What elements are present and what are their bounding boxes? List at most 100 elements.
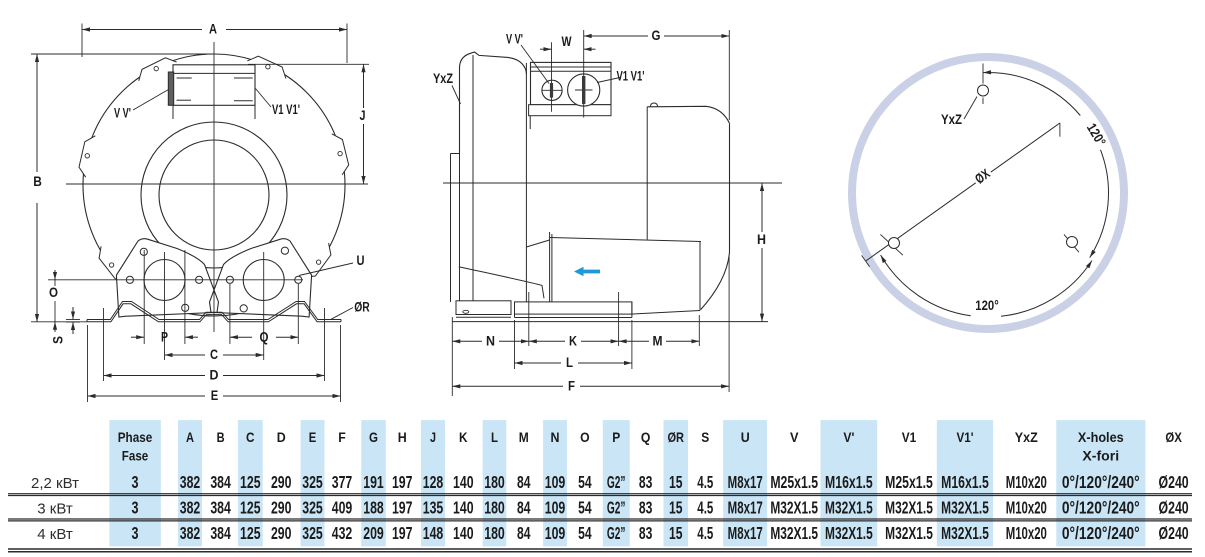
- svg-text:197: 197: [392, 472, 413, 492]
- svg-text:83: 83: [639, 472, 653, 492]
- svg-text:109: 109: [545, 472, 566, 492]
- svg-text:377: 377: [332, 472, 353, 492]
- svg-text:180: 180: [484, 523, 505, 543]
- svg-text:290: 290: [271, 523, 292, 543]
- svg-text:197: 197: [392, 498, 413, 518]
- svg-text:15: 15: [669, 523, 683, 543]
- svg-text:G2”: G2”: [607, 523, 626, 543]
- svg-text:3: 3: [132, 472, 139, 492]
- svg-text:125: 125: [240, 523, 261, 543]
- svg-text:382: 382: [180, 523, 201, 543]
- svg-text:Q: Q: [260, 329, 269, 344]
- svg-text:E: E: [211, 388, 219, 403]
- svg-text:4.5: 4.5: [697, 472, 713, 492]
- svg-text:Ø240: Ø240: [1159, 498, 1189, 518]
- svg-text:140: 140: [453, 472, 474, 492]
- svg-text:409: 409: [332, 498, 353, 518]
- svg-text:M25x1.5: M25x1.5: [885, 472, 933, 492]
- svg-text:209: 209: [363, 523, 384, 543]
- svg-text:3 кВт: 3 кВт: [37, 501, 73, 518]
- svg-text:YxZ: YxZ: [433, 71, 453, 86]
- svg-text:3: 3: [132, 523, 139, 543]
- svg-text:P: P: [161, 329, 168, 344]
- svg-text:140: 140: [453, 498, 474, 518]
- svg-text:15: 15: [669, 472, 683, 492]
- svg-text:M10x20: M10x20: [1006, 498, 1047, 518]
- svg-text:ØR: ØR: [354, 299, 370, 314]
- svg-text:X-fori: X-fori: [1082, 447, 1119, 463]
- svg-text:125: 125: [240, 498, 261, 518]
- svg-text:M32X1.5: M32X1.5: [885, 498, 933, 518]
- svg-text:180: 180: [484, 472, 505, 492]
- svg-text:ØX: ØX: [1165, 429, 1182, 445]
- svg-text:148: 148: [423, 523, 444, 543]
- svg-text:325: 325: [302, 523, 323, 543]
- svg-text:384: 384: [210, 498, 231, 518]
- svg-text:290: 290: [271, 472, 292, 492]
- svg-text:M8x17: M8x17: [728, 498, 763, 518]
- svg-text:G: G: [652, 28, 661, 43]
- svg-text:109: 109: [545, 523, 566, 543]
- svg-text:2,2 кВт: 2,2 кВт: [31, 475, 79, 492]
- svg-text:D: D: [277, 429, 286, 445]
- svg-text:B: B: [33, 174, 42, 189]
- svg-text:J: J: [430, 429, 436, 445]
- svg-text:84: 84: [517, 523, 531, 543]
- svg-text:M10x20: M10x20: [1006, 523, 1047, 543]
- svg-text:M16x1.5: M16x1.5: [825, 472, 873, 492]
- svg-text:Q: Q: [641, 429, 651, 445]
- svg-text:ØX: ØX: [972, 166, 993, 187]
- svg-text:V V': V V': [114, 106, 131, 121]
- svg-text:54: 54: [578, 523, 592, 543]
- svg-text:4.5: 4.5: [697, 523, 713, 543]
- svg-text:384: 384: [210, 523, 231, 543]
- svg-text:0°/120°/240°: 0°/120°/240°: [1062, 498, 1140, 518]
- svg-text:V1: V1: [902, 429, 917, 445]
- svg-text:135: 135: [423, 498, 444, 518]
- svg-text:N: N: [486, 333, 495, 348]
- svg-text:125: 125: [240, 472, 261, 492]
- svg-text:A: A: [186, 429, 194, 445]
- svg-text:F: F: [568, 378, 575, 393]
- svg-text:M: M: [519, 429, 529, 445]
- svg-text:V': V': [843, 429, 854, 445]
- svg-text:382: 382: [180, 498, 201, 518]
- svg-text:S: S: [51, 336, 66, 344]
- svg-text:L: L: [491, 429, 498, 445]
- svg-text:128: 128: [423, 472, 444, 492]
- svg-text:M32X1.5: M32X1.5: [770, 523, 818, 543]
- svg-text:N: N: [551, 429, 560, 445]
- svg-text:432: 432: [332, 523, 353, 543]
- svg-text:M32X1.5: M32X1.5: [825, 498, 873, 518]
- svg-text:M10x20: M10x20: [1006, 472, 1047, 492]
- svg-text:X-holes: X-holes: [1078, 429, 1124, 445]
- svg-text:C: C: [246, 429, 255, 445]
- svg-text:W: W: [562, 34, 572, 49]
- svg-text:290: 290: [271, 498, 292, 518]
- svg-text:U: U: [357, 253, 365, 268]
- svg-text:M32X1.5: M32X1.5: [770, 498, 818, 518]
- svg-text:384: 384: [210, 472, 231, 492]
- svg-text:54: 54: [578, 498, 592, 518]
- svg-text:C: C: [210, 347, 218, 362]
- svg-text:K: K: [459, 429, 468, 445]
- svg-text:H: H: [398, 429, 407, 445]
- svg-text:Ø240: Ø240: [1159, 472, 1189, 492]
- svg-text:M32X1.5: M32X1.5: [941, 523, 989, 543]
- svg-text:S: S: [701, 429, 709, 445]
- svg-text:P: P: [612, 429, 620, 445]
- svg-text:V: V: [790, 429, 799, 445]
- svg-text:L: L: [566, 355, 573, 370]
- svg-text:140: 140: [453, 523, 474, 543]
- svg-text:M16x1.5: M16x1.5: [941, 472, 989, 492]
- svg-text:83: 83: [639, 498, 653, 518]
- svg-text:O: O: [49, 285, 58, 300]
- svg-text:G2”: G2”: [607, 498, 626, 518]
- svg-text:3: 3: [132, 498, 139, 518]
- svg-text:M8x17: M8x17: [728, 472, 763, 492]
- svg-text:120°: 120°: [975, 298, 999, 313]
- svg-text:G: G: [369, 429, 378, 445]
- svg-text:G2”: G2”: [607, 472, 626, 492]
- svg-text:4 кВт: 4 кВт: [37, 526, 73, 543]
- svg-text:E: E: [309, 429, 317, 445]
